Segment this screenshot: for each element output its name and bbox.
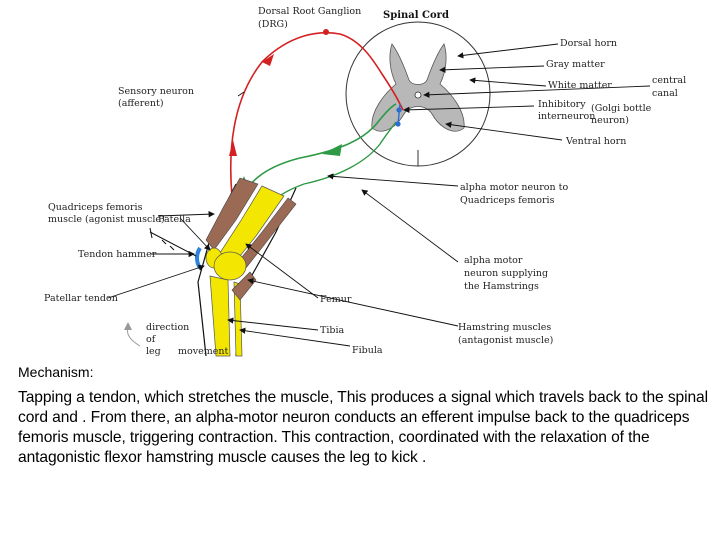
label-leg: leg (146, 346, 161, 357)
inhibitory-interneuron (395, 103, 402, 127)
label-tibia: Tibia (320, 325, 344, 336)
label-tendon-hammer: Tendon hammer (78, 249, 157, 260)
label-drg: (DRG) (258, 19, 288, 30)
motor-neuron-arrow (322, 144, 342, 156)
spinal-cord-gray-matter (371, 43, 465, 132)
label-neuron: neuron) (591, 115, 629, 126)
label-alpha-motor: alpha motor (464, 255, 523, 266)
label-femur: Femur (320, 294, 352, 305)
label-patella: Patella (158, 214, 191, 225)
sensory-neuron-arrow-lower (229, 140, 237, 156)
label-afferent: (afferent) (118, 98, 164, 109)
label-dorsal-horn: Dorsal horn (560, 38, 617, 49)
patellar-tendon (195, 246, 202, 270)
sensory-neuron-path (229, 29, 404, 197)
label-antagonist-muscle: (antagonist muscle) (458, 335, 553, 346)
label-direction: direction (146, 322, 189, 333)
label-hamstring-muscles: Hamstring muscles (458, 322, 551, 333)
tendon-hammer-icon (149, 227, 197, 257)
dorsal-root-ganglion-icon (323, 29, 329, 35)
label-inhibitory: Inhibitory (538, 99, 586, 110)
mechanism-title: Mechanism: (18, 364, 94, 380)
spinal-cord-cross-section (345, 21, 491, 167)
knee-joint (213, 251, 247, 281)
label-central: central (652, 75, 686, 86)
label-spinal-cord: Spinal Cord (383, 10, 449, 21)
label-quadriceps-femoris: Quadriceps femoris (460, 195, 555, 206)
label-of: of (146, 334, 157, 345)
label-golgi-bottle: (Golgi bottle (591, 103, 652, 114)
leg-diagram (195, 177, 297, 357)
label-sensory-neuron: Sensory neuron (118, 86, 194, 97)
tibia-bone (209, 275, 231, 357)
leader-lines (107, 43, 651, 347)
label-canal: canal (652, 88, 678, 99)
label-quadriceps-muscle: Quadriceps femoris (48, 202, 143, 213)
label-movement: movement (178, 346, 228, 357)
sensory-neuron-arrow (262, 54, 274, 66)
fibula-bone (233, 281, 243, 357)
label-alpha-motor-quadriceps: alpha motor neuron to (460, 182, 568, 193)
label-the-hamstrings: the Hamstrings (464, 281, 539, 292)
mechanism-description: Tapping a tendon, which stretches the mu… (18, 389, 708, 466)
label-ventral-horn: Ventral horn (565, 136, 626, 147)
label-fibula: Fibula (352, 345, 383, 356)
leg-movement-arrow-icon (124, 322, 141, 347)
label-agonist-muscle: muscle (agonist muscle) (48, 214, 165, 225)
label-interneuron: interneuron (538, 111, 595, 122)
central-canal (414, 91, 422, 99)
label-gray-matter: Gray matter (546, 59, 605, 70)
diagram-labels: Dorsal Root Ganglion (DRG) Spinal Cord D… (44, 6, 686, 357)
label-white-matter: White matter (548, 80, 612, 91)
label-dorsal-root-ganglion: Dorsal Root Ganglion (258, 6, 361, 17)
label-neuron-supplying: neuron supplying (464, 268, 548, 279)
label-patellar-tendon: Patellar tendon (44, 293, 118, 304)
